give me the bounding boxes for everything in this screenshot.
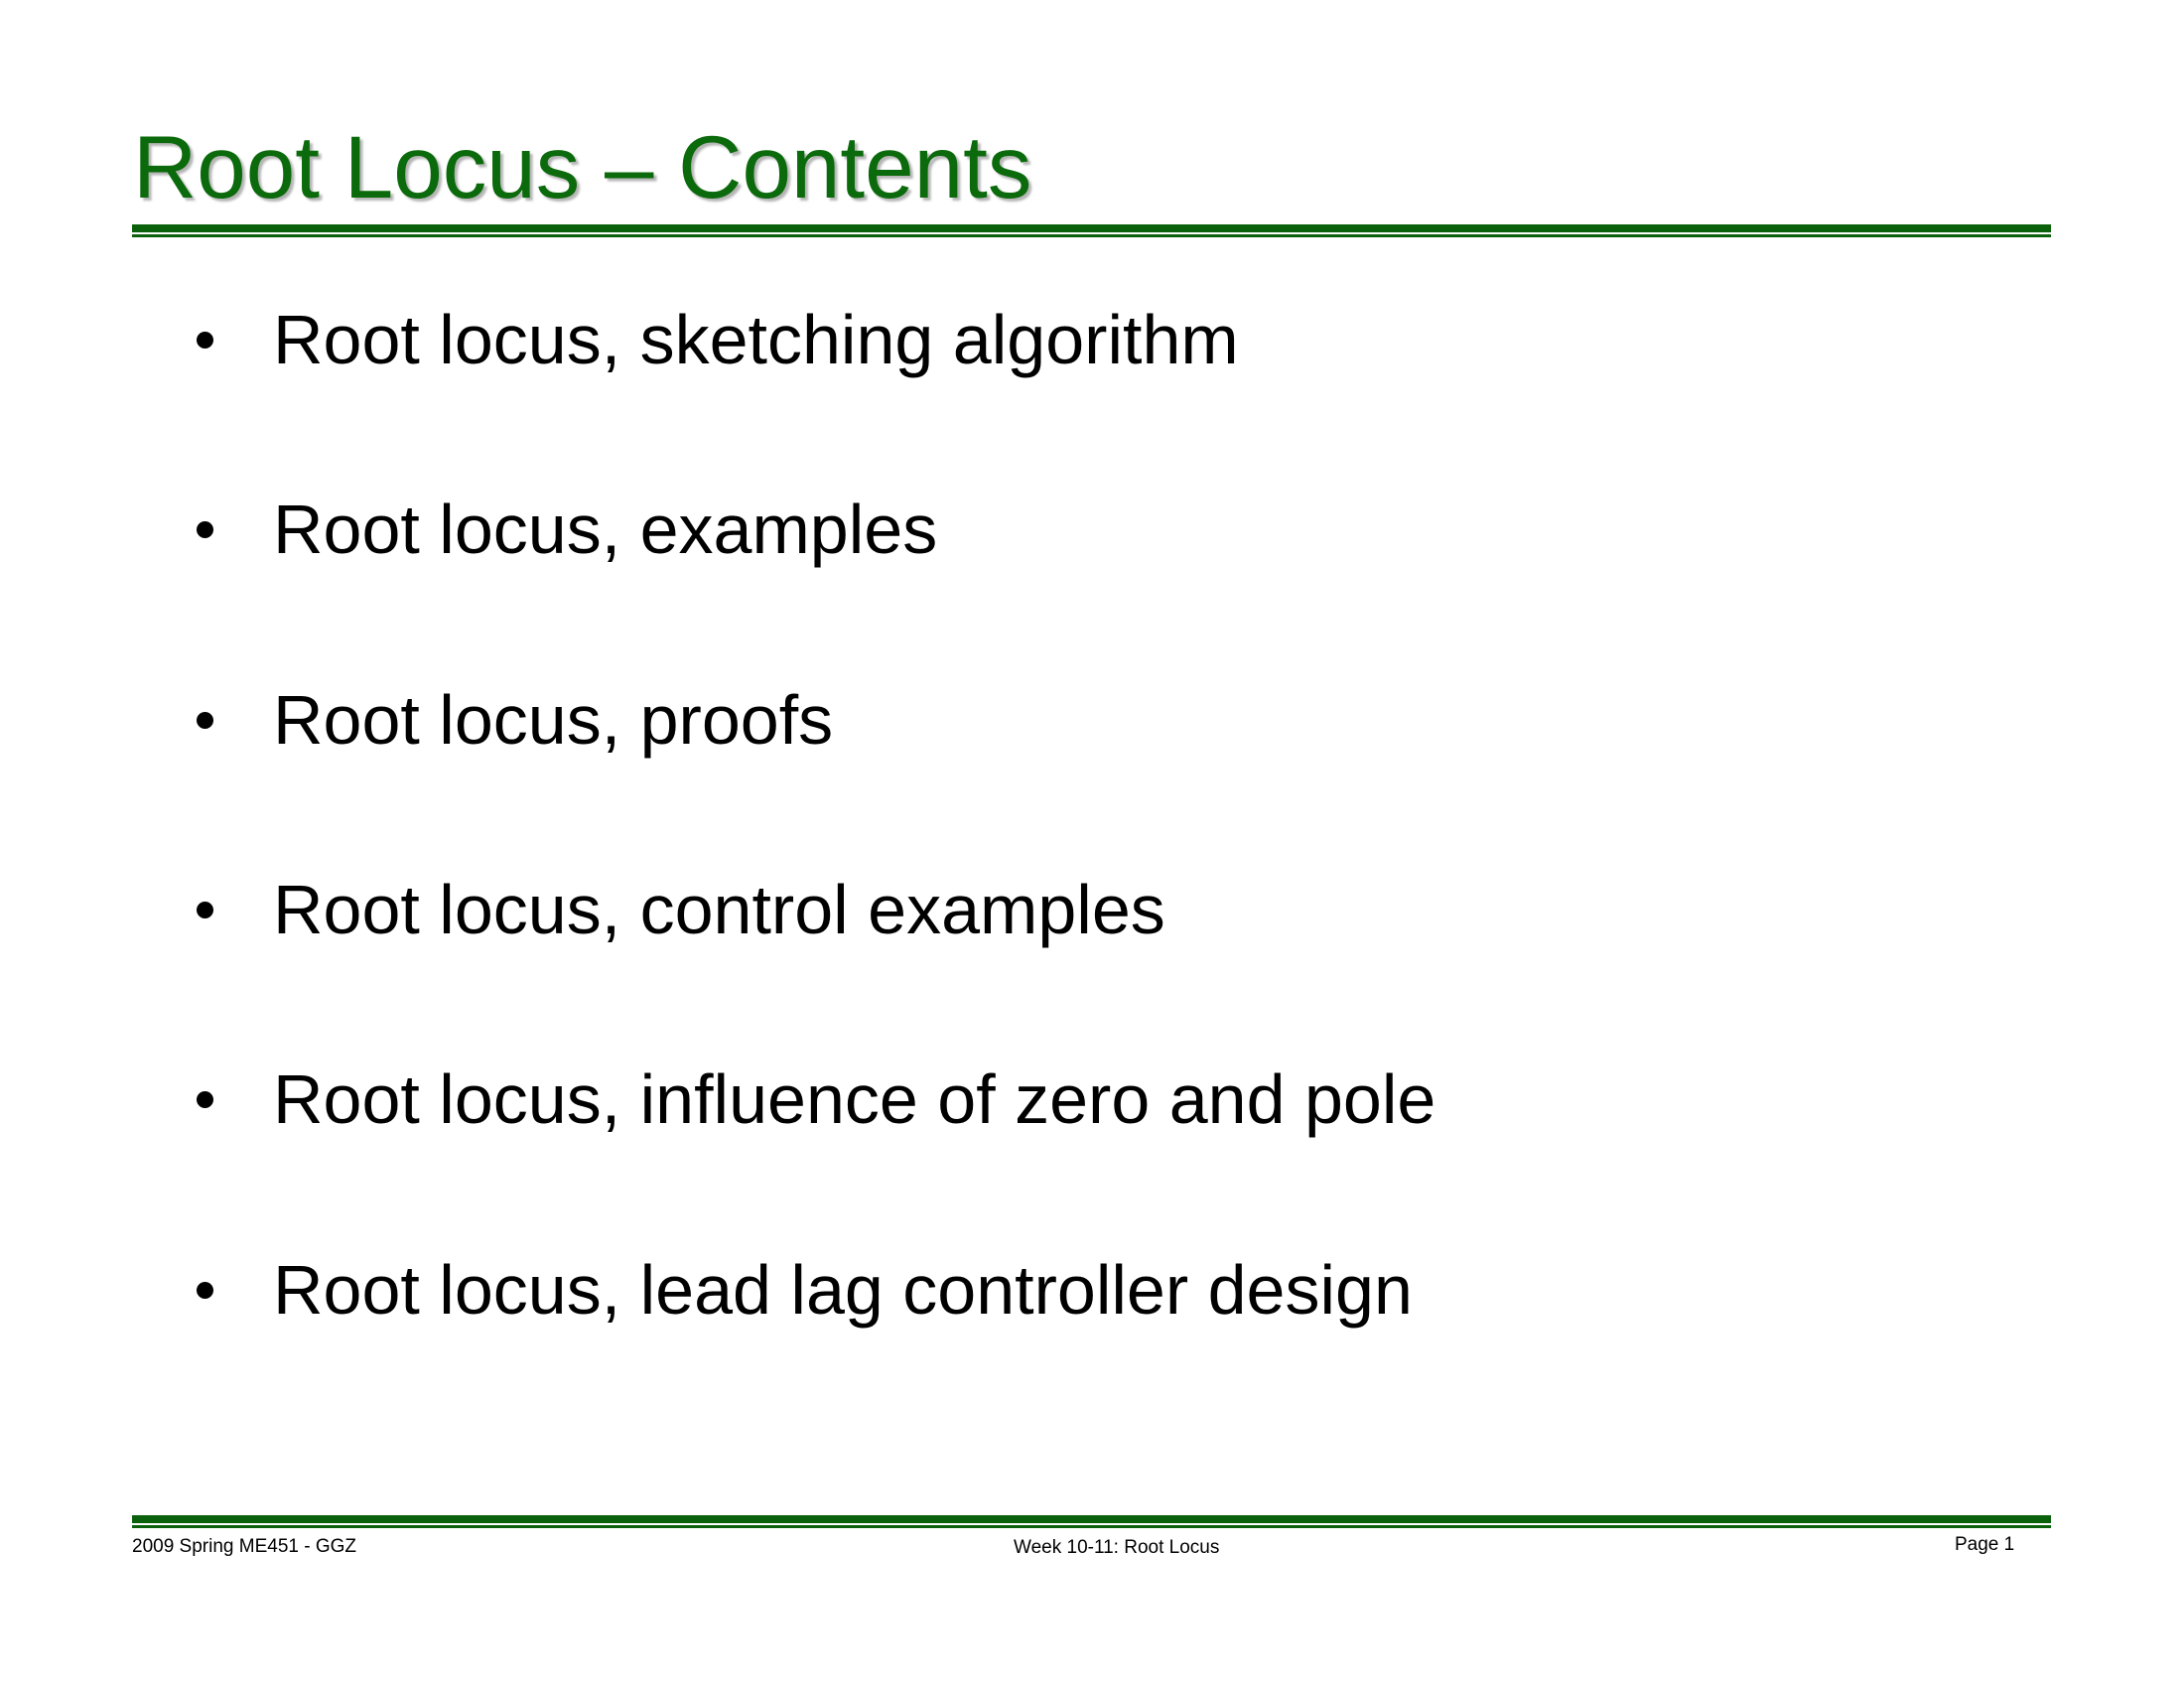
- list-item: Root locus, proofs: [0, 680, 2184, 760]
- header-divider-thin: [132, 234, 2051, 237]
- bullet-icon: [197, 332, 213, 349]
- footer-course-label: 2009 Spring ME451 - GGZ: [132, 1536, 356, 1557]
- list-item: Root locus, sketching algorithm: [0, 300, 2184, 379]
- list-item: Root locus, lead lag controller design: [0, 1250, 2184, 1330]
- list-item: Root locus, control examples: [0, 870, 2184, 949]
- slide-title: Root Locus – Contents: [133, 117, 1032, 216]
- list-item-text: Root locus, examples: [273, 491, 938, 568]
- bullet-icon: [197, 521, 213, 538]
- bullet-icon: [197, 902, 213, 918]
- list-item-text: Root locus, proofs: [273, 681, 834, 759]
- bullet-icon: [197, 1091, 213, 1108]
- bullet-icon: [197, 1282, 213, 1299]
- list-item-text: Root locus, control examples: [273, 871, 1165, 948]
- footer-divider: [132, 1515, 2051, 1528]
- list-item-text: Root locus, lead lag controller design: [273, 1251, 1413, 1329]
- header-divider: [132, 224, 2051, 237]
- footer-week-label: Week 10-11: Root Locus: [1014, 1537, 1220, 1558]
- header-divider-thick: [132, 224, 2051, 232]
- footer-divider-thick: [132, 1515, 2051, 1523]
- page-number: Page 1: [1955, 1534, 2015, 1555]
- footer-divider-thin: [132, 1525, 2051, 1528]
- list-item: Root locus, examples: [0, 490, 2184, 569]
- bullet-icon: [197, 712, 213, 729]
- list-item: Root locus, influence of zero and pole: [0, 1059, 2184, 1139]
- list-item-text: Root locus, sketching algorithm: [273, 301, 1239, 378]
- list-item-text: Root locus, influence of zero and pole: [273, 1060, 1436, 1138]
